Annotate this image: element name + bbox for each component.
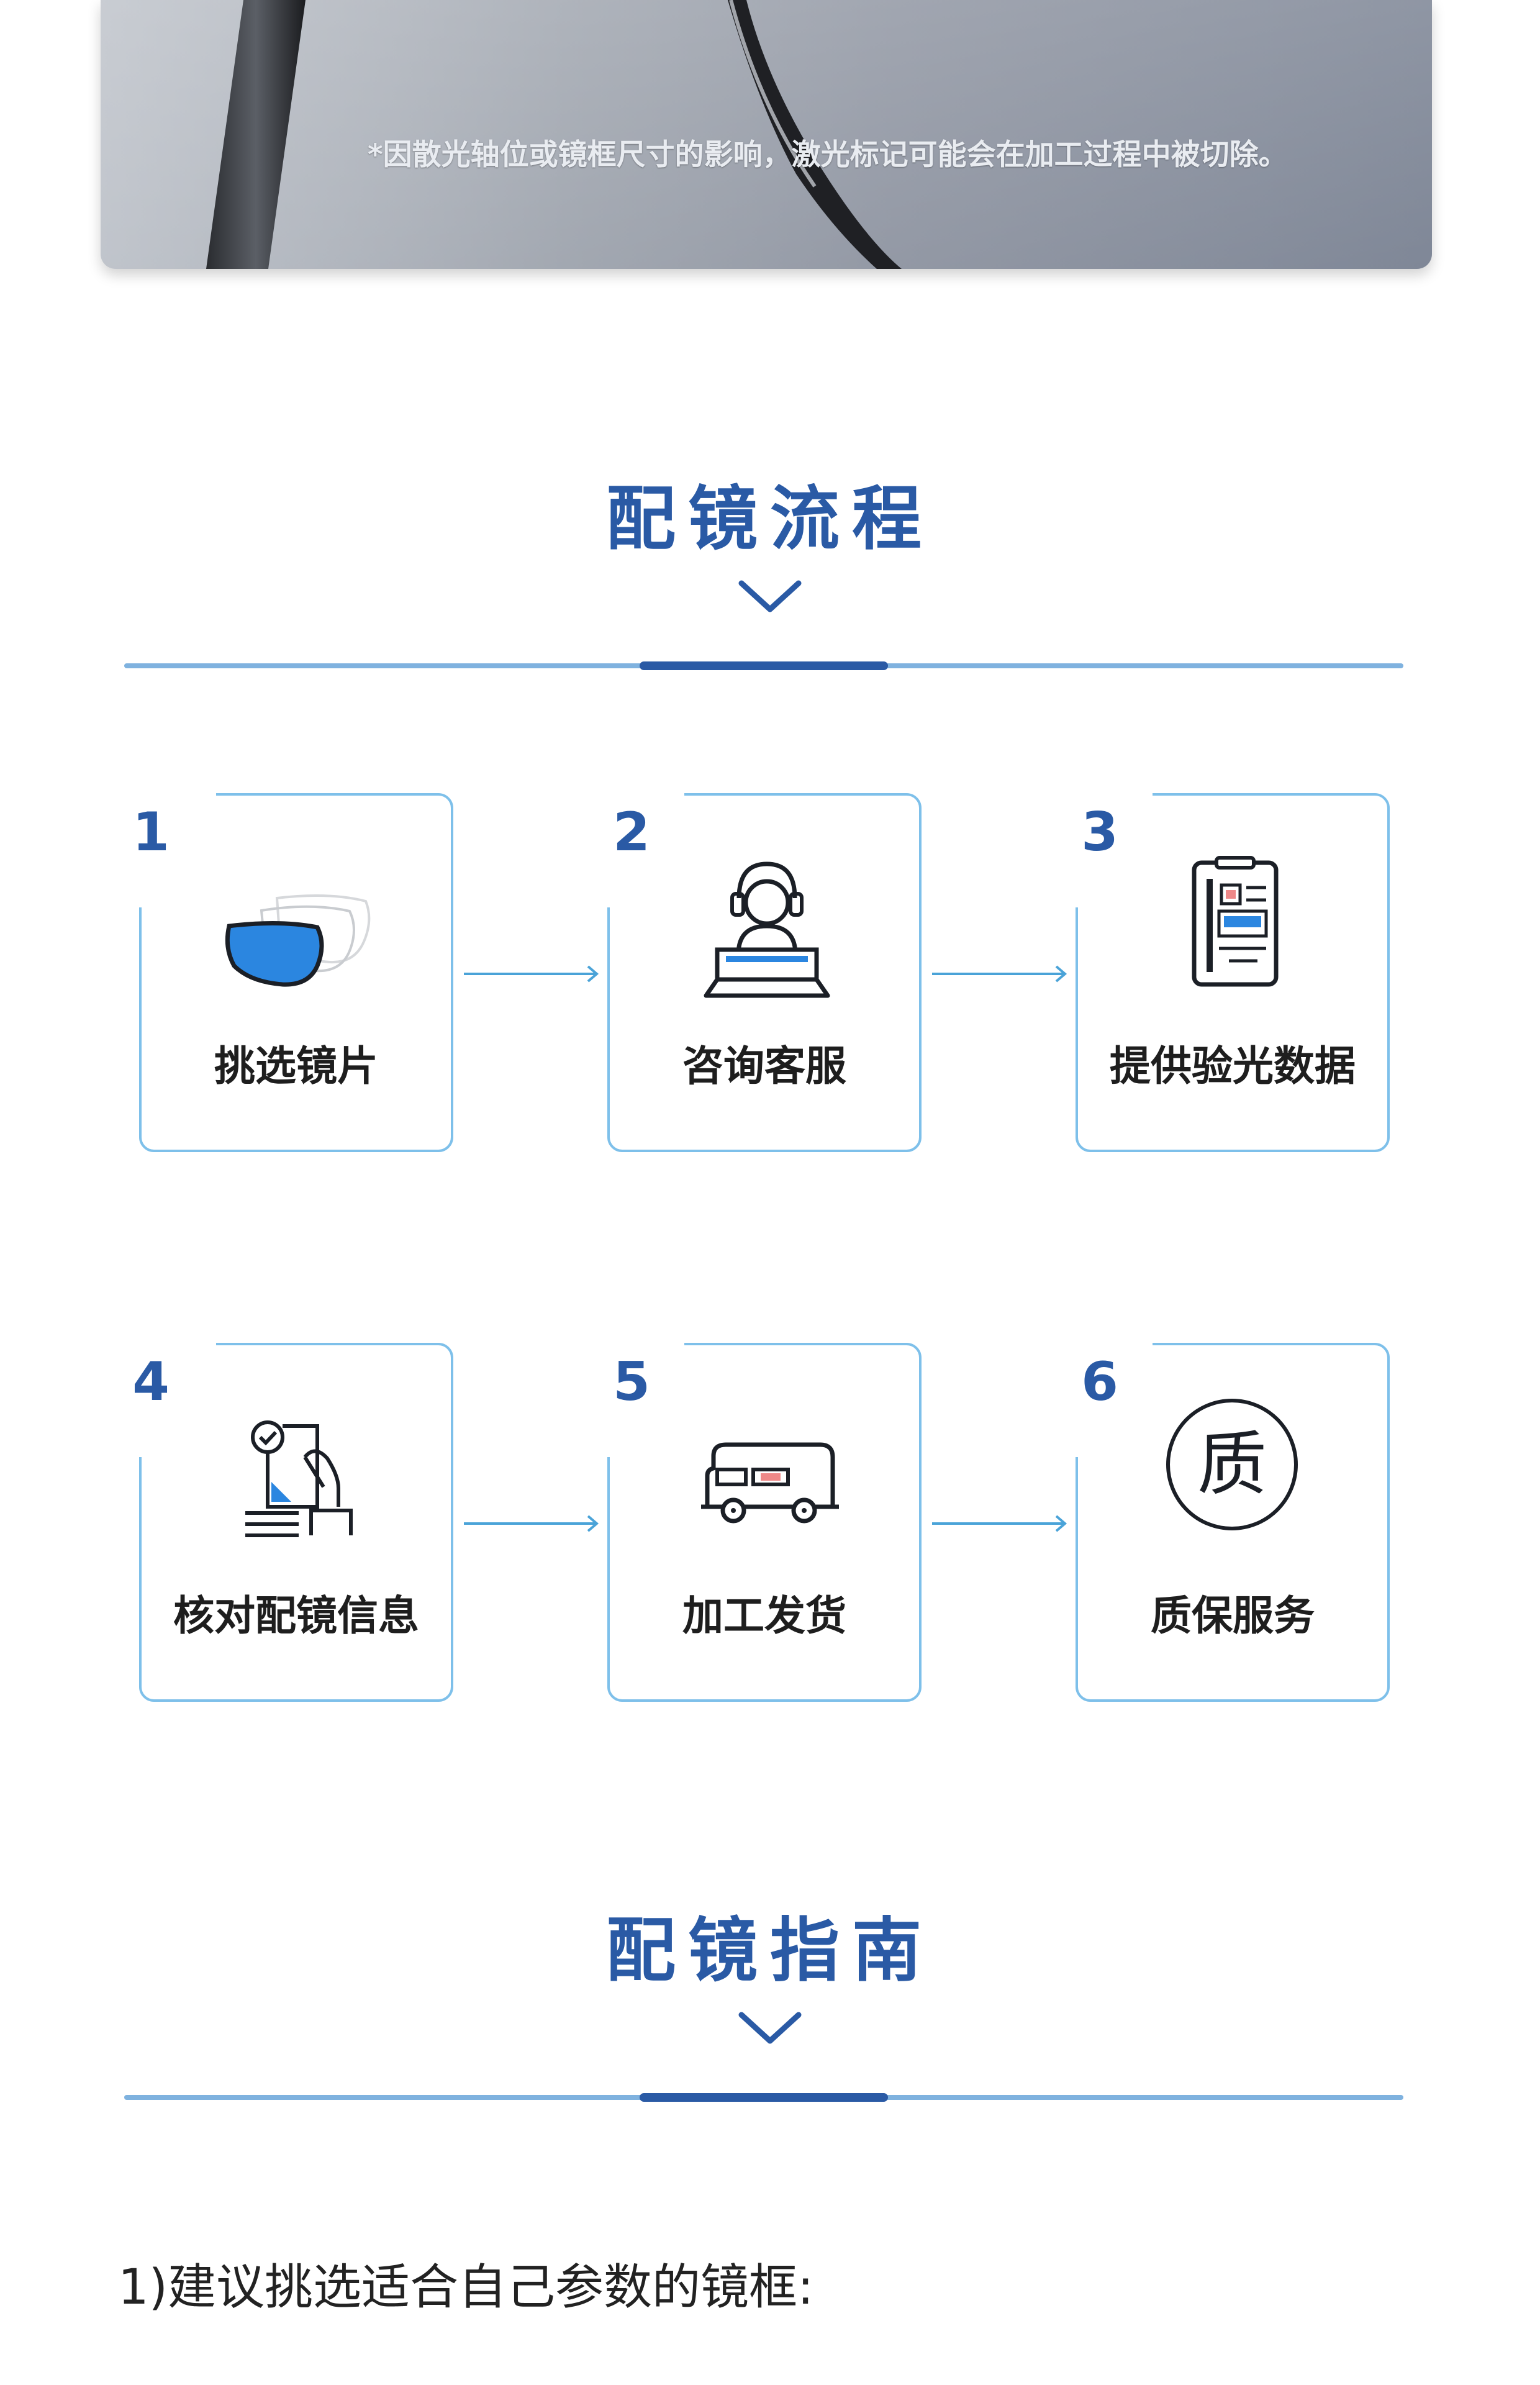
step-number: 1	[132, 801, 170, 863]
arrow-right-icon	[464, 1515, 599, 1532]
step-number: 3	[1081, 801, 1118, 863]
step-number: 4	[132, 1351, 170, 1413]
step-card-5: 加工发货	[604, 1339, 922, 1702]
customer-service-icon	[704, 861, 830, 998]
process-section-divider	[124, 661, 1403, 670]
step-card-3: 提供验光数据	[1072, 789, 1390, 1152]
step-number: 5	[613, 1351, 650, 1413]
step-label: 加工发货	[682, 1592, 846, 1640]
chevron-down-icon	[738, 2012, 802, 2044]
step-card-1: 挑选镜片	[135, 789, 453, 1152]
quality-badge-icon: 质	[1166, 1399, 1298, 1530]
guide-section-title: 配镜指南	[606, 1910, 934, 1991]
step-card-4: 核对配镜信息	[135, 1339, 453, 1702]
step-number: 6	[1081, 1351, 1118, 1413]
step-label: 咨询客服	[682, 1042, 846, 1090]
quality-badge-char: 质	[1197, 1424, 1267, 1505]
arrow-right-icon	[464, 965, 599, 983]
step-label: 质保服务	[1151, 1592, 1315, 1640]
step-label: 挑选镜片	[214, 1042, 378, 1090]
verify-checklist-icon	[245, 1420, 353, 1537]
hero-banner: *因散光轴位或镜框尺寸的影响，激光标记可能会在加工过程中被切除。	[101, 0, 1432, 269]
guide-text: 1)建议挑选适合自己参数的镜框:	[118, 2260, 814, 2315]
step-number: 2	[613, 801, 650, 863]
arrow-right-icon	[932, 965, 1067, 983]
laser-mark-disclaimer: *因散光轴位或镜框尺寸的影响，激光标记可能会在加工过程中被切除。	[368, 138, 1288, 172]
step-card-2: 咨询客服	[604, 789, 922, 1152]
lens-icon	[225, 894, 371, 987]
chevron-down-icon	[738, 580, 802, 612]
step-card-6: 质 质保服务	[1072, 1339, 1390, 1702]
eyeglasses-arm-image	[101, 0, 1432, 269]
prescription-document-icon	[1192, 856, 1279, 987]
step-label: 提供验光数据	[1110, 1042, 1356, 1090]
step-label: 核对配镜信息	[173, 1592, 419, 1640]
guide-section-divider	[124, 2093, 1403, 2102]
arrow-right-icon	[932, 1515, 1067, 1532]
delivery-truck-icon	[701, 1442, 839, 1524]
process-section-title: 配镜流程	[606, 479, 934, 560]
